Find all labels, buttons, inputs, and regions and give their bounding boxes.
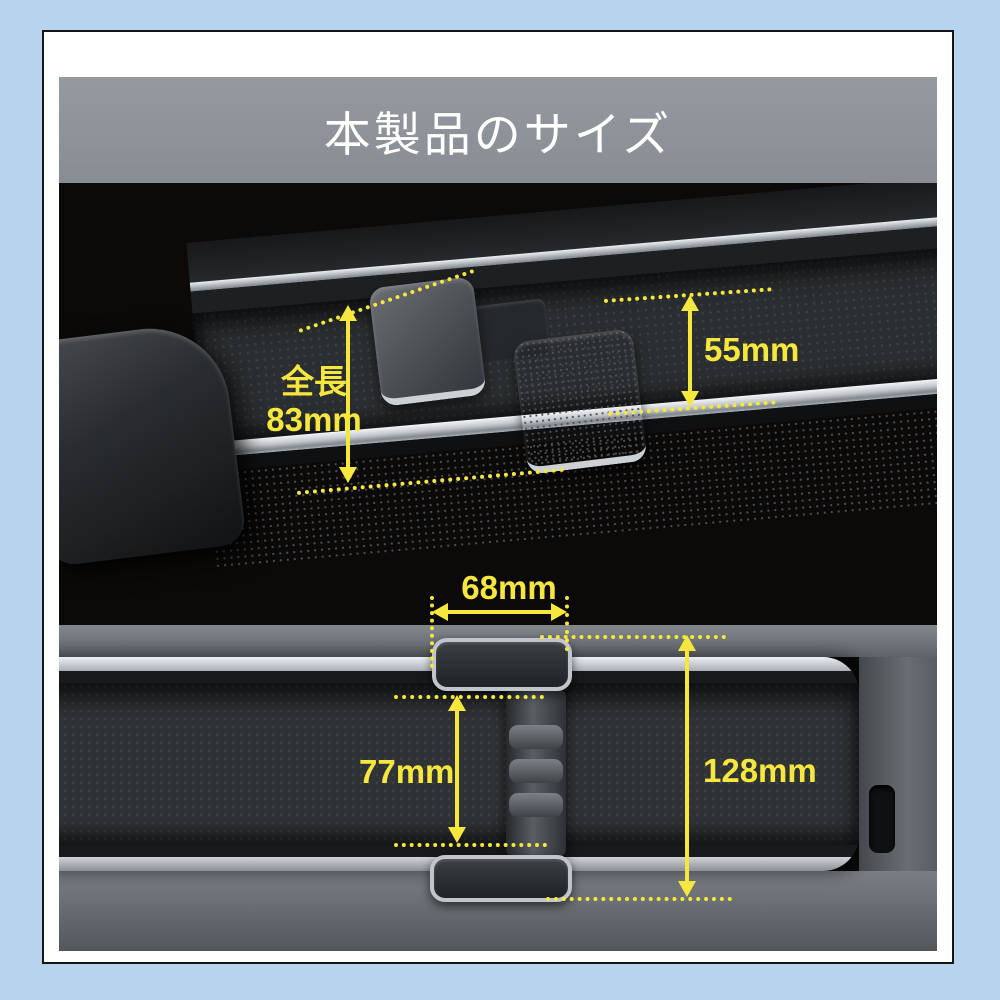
- holder-hinge-arm: [506, 689, 566, 857]
- photo-side-view: [59, 183, 937, 625]
- hinge-knuckle: [509, 725, 563, 749]
- holder-left-jaw: [368, 276, 487, 407]
- console-side-slot: [869, 785, 895, 853]
- holder-bottom-jaw: [430, 855, 572, 902]
- holder-width-arrow: [432, 603, 567, 621]
- tray-overall-length-arrow: [678, 635, 696, 897]
- hinge-knuckle: [509, 793, 563, 817]
- tray-inner-width-arrow: [448, 695, 466, 843]
- tray-inner-width-label: 77mm: [359, 753, 455, 790]
- total-length-label: 全長 83mm: [251, 363, 377, 439]
- product-size-card: 本製品のサイズ: [42, 30, 954, 964]
- title-bar: 本製品のサイズ: [59, 77, 937, 183]
- holder-width-label: 68mm: [461, 569, 557, 606]
- tray-overall-length-extension-line-bottom: [546, 897, 732, 901]
- tray-inner-width-extension-line-top: [394, 695, 544, 699]
- tray-overall-length-label: 128mm: [703, 752, 817, 789]
- tray-edge-bottom: [59, 845, 859, 857]
- holder-right-jaw: [512, 328, 648, 475]
- tray-overall-length-extension-line-top: [540, 635, 726, 639]
- holder-height-arrow: [681, 295, 699, 407]
- total-length-arrow: [339, 305, 357, 483]
- hinge-knuckle: [509, 759, 563, 783]
- tray-inner-width-extension-line-bottom: [394, 843, 547, 847]
- total-length-label-line1: 全長: [281, 363, 347, 400]
- holder-width-extension-line-left: [430, 596, 434, 668]
- total-length-label-line2: 83mm: [266, 400, 362, 438]
- photo-panel: 全長 83mm 55mm 68mm 77mm 128mm: [59, 183, 937, 951]
- holder-width-extension-line-right: [565, 596, 569, 651]
- holder-top-jaw: [432, 638, 572, 691]
- page-title: 本製品のサイズ: [323, 107, 673, 161]
- holder-height-label: 55mm: [704, 331, 800, 368]
